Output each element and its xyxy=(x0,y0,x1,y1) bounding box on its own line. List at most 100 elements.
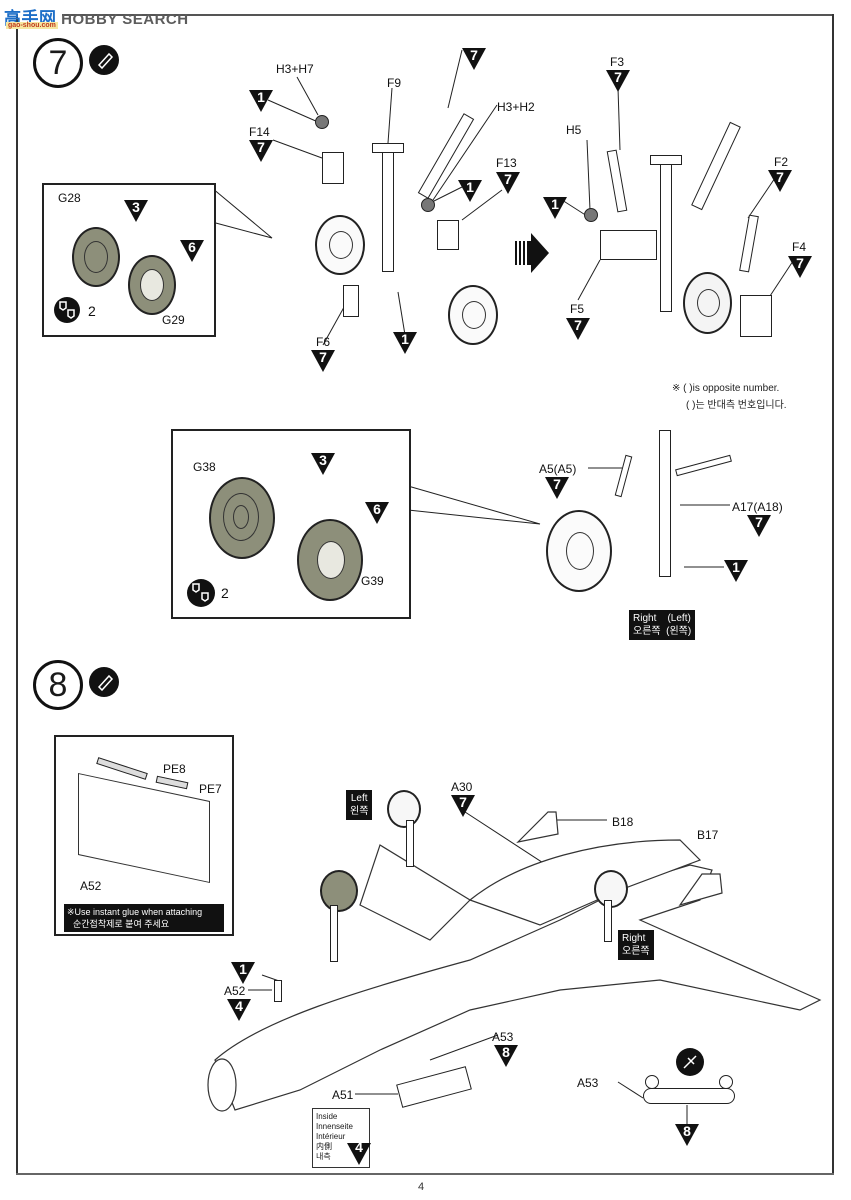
part-a53-detail xyxy=(643,1088,735,1104)
label-f4: F4 xyxy=(792,240,807,254)
step-badge: 6 xyxy=(180,239,204,262)
qty-label: 2 xyxy=(88,303,96,319)
step-badge: 1 xyxy=(458,179,482,202)
result-wheel xyxy=(683,272,732,334)
wheel-right xyxy=(448,285,498,345)
step-badge: 1 xyxy=(231,961,255,984)
strut-f9-top xyxy=(372,143,404,153)
step-badge: 4 xyxy=(227,998,251,1021)
arrow-right-icon xyxy=(515,233,549,278)
label-g38: G38 xyxy=(193,460,216,474)
step-badge: 7 xyxy=(451,794,475,817)
cut-icon xyxy=(676,1048,704,1076)
step-badge: 1 xyxy=(543,196,567,219)
label-a5: A5(A5) xyxy=(539,462,577,476)
label-a53-detail: A53 xyxy=(577,1076,599,1090)
watermark-site: gao-shou.com xyxy=(6,22,58,29)
label-g39: G39 xyxy=(361,574,384,588)
right-gear-strut xyxy=(604,900,612,942)
part-f6 xyxy=(343,285,359,317)
label-pe7: PE7 xyxy=(199,782,222,796)
part-f5 xyxy=(600,230,657,260)
label-f2: F2 xyxy=(774,155,789,169)
page-border-right xyxy=(832,14,834,1174)
step-badge: 3 xyxy=(311,452,335,475)
note-opposite-en: ※ ( )is opposite number. xyxy=(672,383,780,394)
a53-knob-left xyxy=(645,1075,659,1089)
step-badge: 3 xyxy=(124,199,148,222)
left-gear-wheel xyxy=(387,790,421,828)
label-a30: A30 xyxy=(451,780,473,794)
label-a52: A52 xyxy=(80,879,102,893)
step-badge: 8 xyxy=(494,1044,518,1067)
part-f4 xyxy=(740,295,772,337)
label-f5: F5 xyxy=(570,302,585,316)
part-f14 xyxy=(322,152,344,184)
right-label: Right 오른쪽 xyxy=(618,930,654,960)
part-a52 xyxy=(274,980,282,1002)
page-border-left xyxy=(16,14,18,1174)
step-badge: 7 xyxy=(311,349,335,372)
label-a52-main: A52 xyxy=(224,984,246,998)
note-opposite-ko: ( )는 반대측 번호입니다. xyxy=(686,400,787,411)
wheel-g39 xyxy=(297,519,363,601)
label-h5: H5 xyxy=(566,123,582,137)
side-label: Right (Left) 오른쪽 (왼쪽) xyxy=(629,610,696,640)
label-a17: A17(A18) xyxy=(732,500,783,514)
step-number-8: 8 xyxy=(33,660,83,710)
label-f6: F6 xyxy=(316,335,331,349)
step-badge: 8 xyxy=(675,1123,699,1146)
wheel-callout-1: G28 3 6 2 G29 xyxy=(42,183,216,337)
step-badge: 7 xyxy=(606,69,630,92)
page-number: 4 xyxy=(418,1181,425,1193)
a53-knob-right xyxy=(719,1075,733,1089)
make-two-icon xyxy=(187,579,215,607)
label-h3h2: H3+H2 xyxy=(497,100,535,114)
result-strut xyxy=(660,160,672,312)
label-f3: F3 xyxy=(610,55,625,69)
inside-note-box: Inside Innenseite Intérieur 内側 내측 4 xyxy=(312,1108,371,1168)
glue-icon xyxy=(89,45,119,75)
part-h3h2 xyxy=(421,198,435,212)
step-badge: 4 xyxy=(347,1140,371,1165)
left-label: Left 왼쪽 xyxy=(346,790,373,820)
part-f13 xyxy=(437,220,459,250)
left-gear-strut xyxy=(406,820,414,867)
step-badge: 7 xyxy=(747,514,771,537)
label-g29: G29 xyxy=(162,313,185,327)
label-pe8: PE8 xyxy=(163,762,186,776)
step-badge: 7 xyxy=(768,169,792,192)
page-border-top xyxy=(62,14,832,16)
step-badge: 6 xyxy=(365,501,389,524)
wheel-g29 xyxy=(128,255,176,315)
nose-gear-wheel xyxy=(320,870,358,912)
nose-gear-strut xyxy=(330,905,338,962)
part-h5 xyxy=(584,208,598,222)
make-two-icon xyxy=(54,297,80,323)
glue-icon xyxy=(89,667,119,697)
part-h3h7 xyxy=(315,115,329,129)
label-a53-main: A53 xyxy=(492,1030,514,1044)
result-strut-top xyxy=(650,155,682,165)
label-b17: B17 xyxy=(697,828,719,842)
wheel-g38 xyxy=(209,477,275,559)
instant-glue-warning: ※Use instant glue when attaching 순간접착제로 … xyxy=(64,904,224,932)
qty-label: 2 xyxy=(221,585,229,601)
label-h3h7: H3+H7 xyxy=(276,62,314,76)
label-b18: B18 xyxy=(612,815,634,829)
pe-callout: PE8 PE7 A52 ※Use instant glue when attac… xyxy=(54,735,234,936)
label-g28: G28 xyxy=(58,191,81,205)
part-pe8 xyxy=(96,757,148,780)
step-badge: 7 xyxy=(545,476,569,499)
step-badge: 1 xyxy=(393,331,417,354)
wheel-g28 xyxy=(72,227,120,287)
label-f13: F13 xyxy=(496,156,517,170)
step-badge: 7 xyxy=(462,47,486,70)
part-a52-body xyxy=(78,772,210,884)
step-badge: 1 xyxy=(724,559,748,582)
label-a51: A51 xyxy=(332,1088,354,1102)
strut-f9 xyxy=(382,150,394,272)
step-badge: 7 xyxy=(249,139,273,162)
side-wheel xyxy=(546,510,612,592)
